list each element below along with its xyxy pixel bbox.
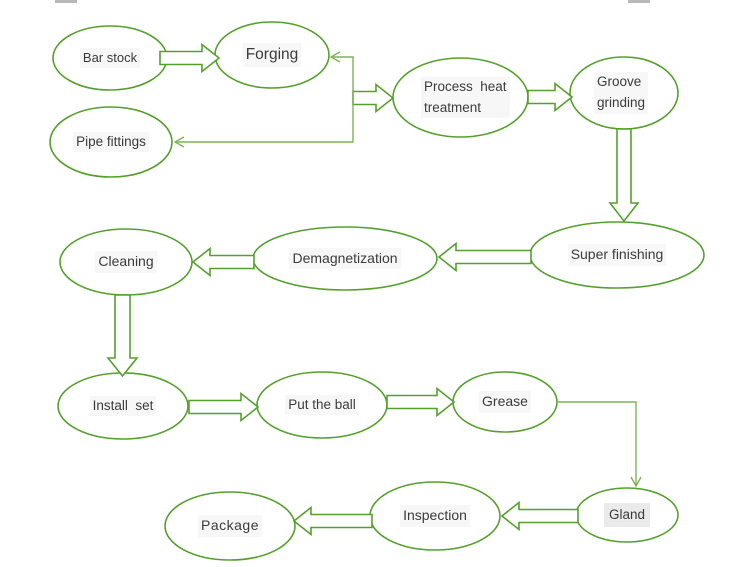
arrow-install-set-to-put-the-ball xyxy=(188,391,260,423)
line-grease-to-gland xyxy=(557,401,637,486)
ellipse-forging xyxy=(214,21,330,89)
resize-handle-left xyxy=(55,0,77,3)
arrow-junction-to-process-heat xyxy=(352,82,395,114)
ellipse-inspection xyxy=(369,481,501,551)
arrow-groove-grinding-to-super-finishing xyxy=(608,128,640,223)
arrow-cleaning-to-install-set xyxy=(106,294,139,378)
ellipse-package xyxy=(164,491,296,561)
ellipse-gland xyxy=(575,487,679,543)
arrow-inspection-to-package xyxy=(292,505,373,537)
ellipse-super-finishing xyxy=(529,221,705,289)
arrowhead-into-pipe-fittings xyxy=(173,136,185,148)
arrow-gland-to-inspection xyxy=(500,500,579,532)
arrow-demagnetization-to-cleaning xyxy=(191,246,255,278)
arrow-process-heat-to-groove-grinding xyxy=(527,81,574,113)
line-junction-forging-pipe-fittings xyxy=(175,56,354,143)
ellipse-bar-stock xyxy=(52,25,168,91)
ellipse-demagnetization xyxy=(252,226,438,291)
ellipse-pipe-fittings xyxy=(49,106,173,178)
ellipse-put-the-ball xyxy=(256,371,388,439)
arrow-put-the-ball-to-grease xyxy=(386,386,456,418)
ellipse-install-set xyxy=(57,372,189,440)
arrow-bar-stock-to-forging xyxy=(159,42,221,74)
resize-handle-right xyxy=(628,0,650,3)
arrowhead-into-gland xyxy=(630,476,642,488)
ellipse-grease xyxy=(452,371,558,433)
ellipse-process-heat-treatment xyxy=(392,57,529,138)
shape-layer xyxy=(49,21,705,561)
ellipse-groove-grinding xyxy=(569,56,679,130)
ellipse-cleaning xyxy=(59,228,193,296)
arrowhead-into-forging xyxy=(329,51,341,63)
arrow-super-finishing-to-demagnetization xyxy=(437,241,532,273)
thin-line-layer xyxy=(173,51,642,488)
